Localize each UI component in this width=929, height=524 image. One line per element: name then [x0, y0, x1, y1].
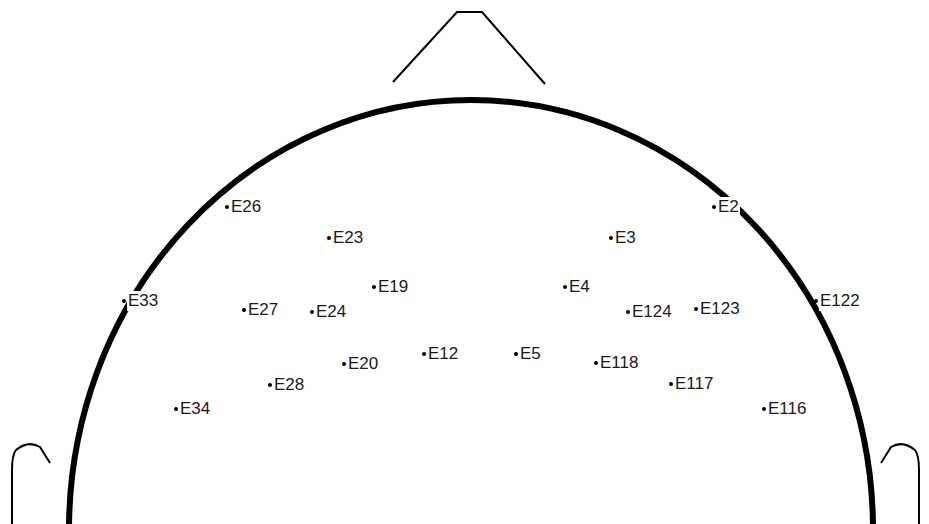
electrode-label: E124 — [631, 302, 673, 322]
electrode-label: E34 — [179, 399, 211, 419]
electrode-label: E117 — [674, 374, 714, 394]
electrode-dots — [122, 205, 818, 411]
electrode-label: E5 — [519, 344, 542, 364]
electrode-label: E122 — [819, 291, 861, 311]
electrode-label: E118 — [599, 353, 639, 373]
right-ear — [881, 444, 919, 524]
electrode-label: E23 — [332, 228, 364, 248]
electrode-label: E4 — [568, 277, 591, 297]
electrode-label: E123 — [699, 299, 741, 319]
electrode-label: E116 — [767, 399, 807, 419]
left-ear — [12, 444, 50, 524]
electrode-label: E28 — [273, 375, 305, 395]
electrode-label: E24 — [315, 302, 347, 322]
electrode-label: E19 — [377, 277, 409, 297]
nose — [393, 12, 545, 84]
electrode-label: E26 — [230, 197, 262, 217]
electrode-label: E27 — [247, 300, 279, 320]
electrode-label: E20 — [347, 354, 379, 374]
scalp-outline — [69, 100, 873, 524]
electrode-label: E33 — [127, 291, 159, 311]
electrode-label: E3 — [614, 228, 637, 248]
electrode-label: E12 — [427, 344, 459, 364]
electrode-label: E2 — [717, 197, 740, 217]
